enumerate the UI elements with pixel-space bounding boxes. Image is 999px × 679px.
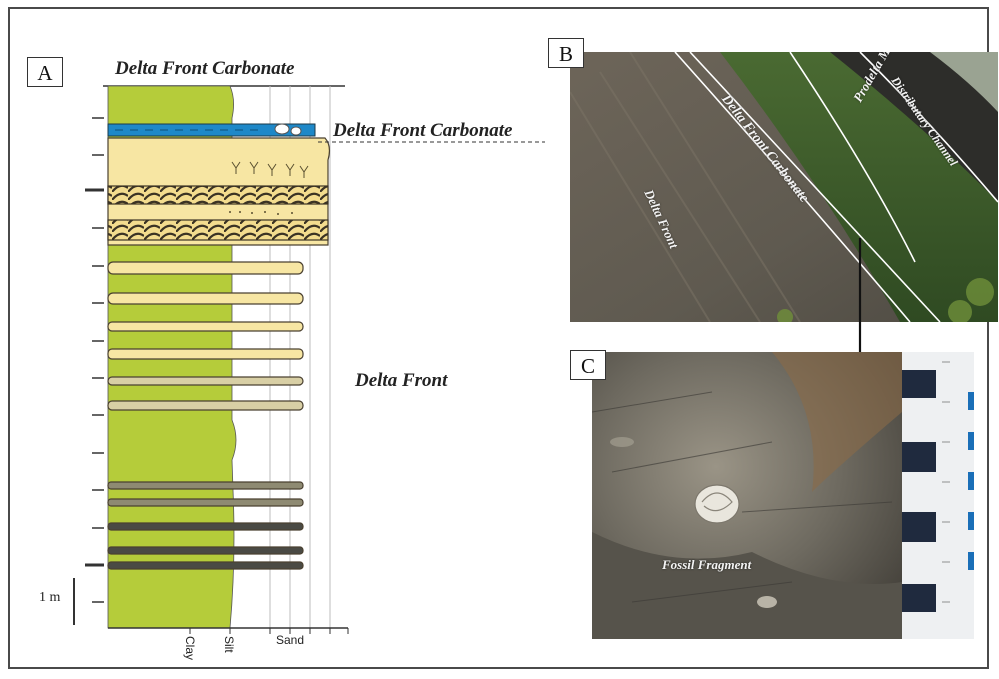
scale-card-graphic: [902, 361, 974, 612]
shell-symbol-2: [290, 126, 302, 136]
cross-bed-2: [107, 219, 329, 241]
delta-front-label: Delta Front: [355, 370, 448, 391]
outcrop-illustration: [570, 52, 998, 322]
shell-symbol: [274, 123, 290, 135]
fossil-photo: Fossil Fragment: [592, 352, 902, 639]
depth-ticks: [85, 117, 104, 603]
panel-a-label: A: [27, 57, 63, 87]
fossil-illustration: [592, 352, 902, 639]
cross-bed-1: [107, 185, 329, 205]
column-top-title: Delta Front Carbonate: [115, 58, 295, 79]
grain-axis-ticks: [189, 628, 349, 634]
dots: [229, 211, 293, 215]
outcrop-photo: Delta Front Delta Front Carbonate Prodel…: [570, 52, 998, 322]
scale-card: [902, 352, 974, 639]
panel-c-label: C: [570, 350, 606, 380]
fossil-label: Fossil Fragment: [662, 557, 752, 572]
carbonate-label: Delta Front Carbonate: [333, 120, 513, 141]
axis-sand-label: Sand: [276, 633, 305, 647]
panel-b-label: B: [548, 38, 584, 68]
scale-label: 1 m: [39, 590, 61, 605]
sand-beds: [107, 261, 304, 570]
trace-marks: [231, 161, 309, 178]
